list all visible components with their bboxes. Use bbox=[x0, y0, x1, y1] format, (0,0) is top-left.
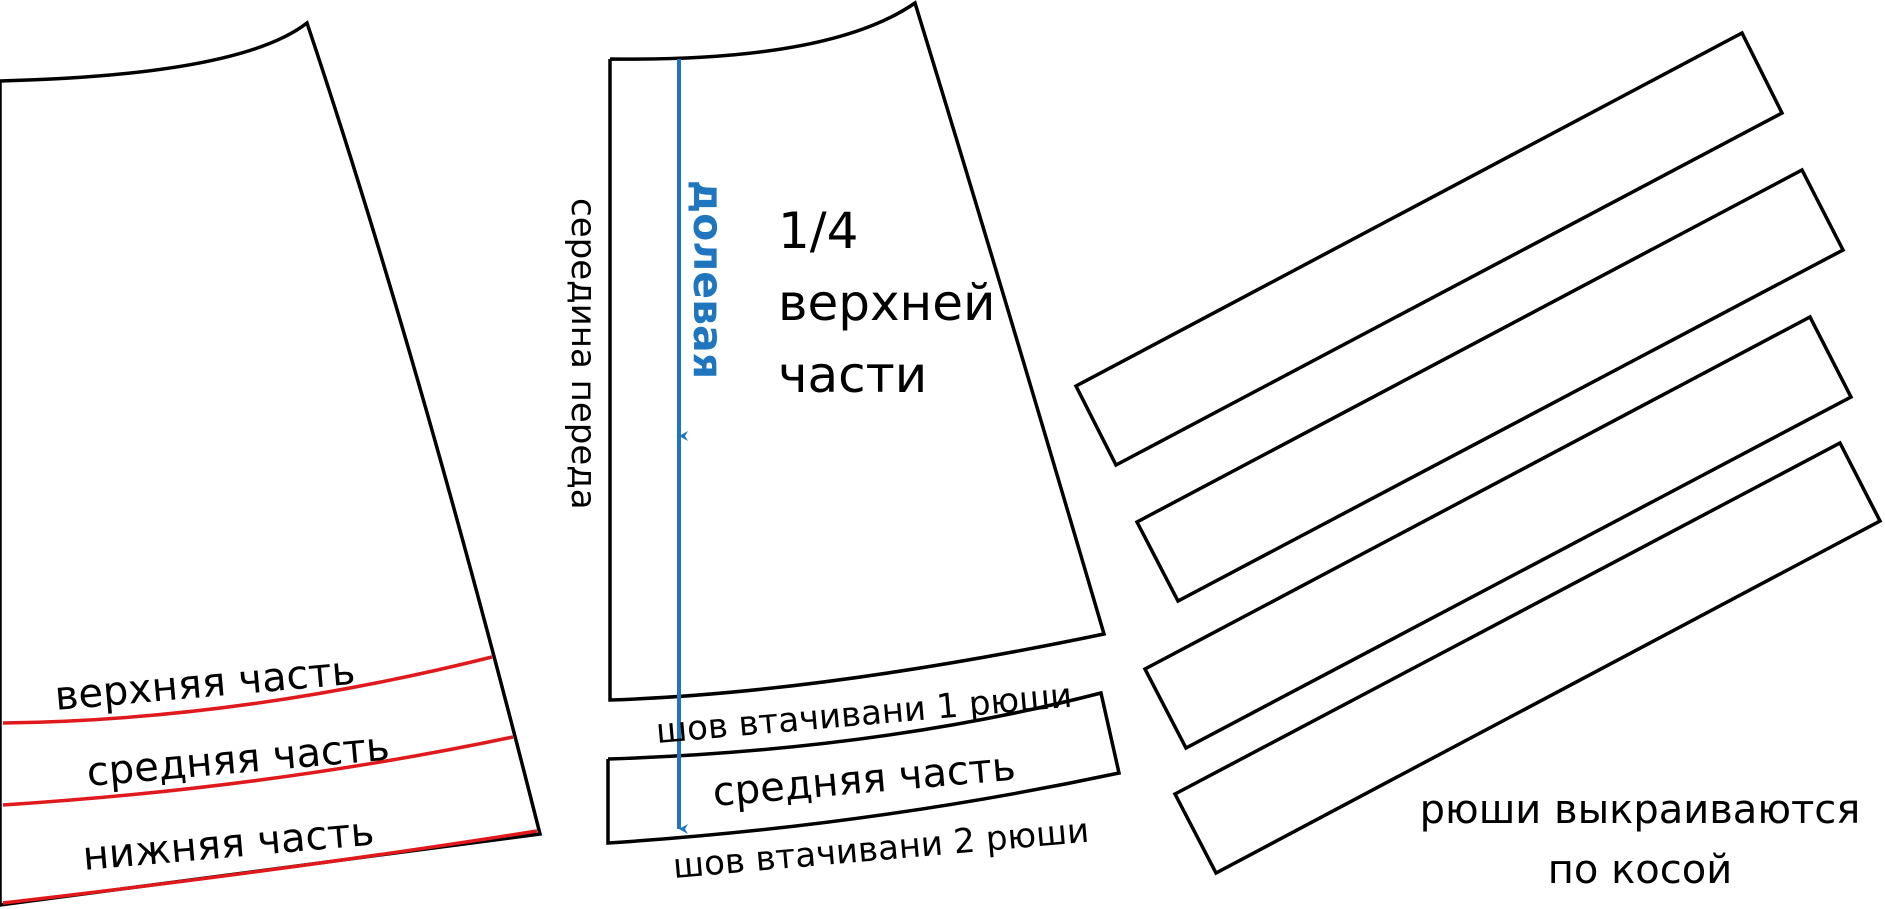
seam2-label: шов втачивани 2 рюши bbox=[671, 811, 1090, 887]
piece-title-line1: 1/4 bbox=[778, 202, 858, 260]
ruffle-note-line1: рюши выкраиваются bbox=[1420, 787, 1861, 833]
seam1-label: шов втачивани 1 рюши bbox=[654, 676, 1073, 752]
ruffle-strip bbox=[1172, 440, 1883, 876]
piece-title-line3: части bbox=[778, 346, 927, 404]
lower-part-label: нижняя часть bbox=[81, 809, 376, 880]
middle-part-label: средняя часть bbox=[85, 724, 392, 796]
middle-part-outline bbox=[606, 690, 1122, 845]
middle-piece-label: средняя часть bbox=[711, 744, 1018, 816]
ruffle-strip bbox=[1073, 30, 1785, 468]
piece-title-line2: верхней bbox=[778, 274, 996, 332]
middle-division-line bbox=[2, 735, 514, 807]
center-front-label: середина переда bbox=[563, 198, 603, 510]
right-ruffle-panel: рюши выкраиваются по косой bbox=[1073, 30, 1883, 893]
center-pattern-panel: долевая середина переда 1/4 верхней част… bbox=[563, 0, 1122, 887]
grain-label: долевая bbox=[684, 180, 732, 379]
left-skirt-panel: верхняя часть средняя часть нижняя часть bbox=[0, 20, 543, 907]
ruffle-note-line2: по косой bbox=[1548, 847, 1732, 893]
upper-division-line bbox=[2, 655, 493, 725]
ruffle-strip bbox=[1142, 314, 1854, 751]
upper-quarter-outline bbox=[608, 0, 1107, 702]
lower-division-line bbox=[2, 829, 538, 905]
ruffle-strip bbox=[1134, 167, 1846, 604]
